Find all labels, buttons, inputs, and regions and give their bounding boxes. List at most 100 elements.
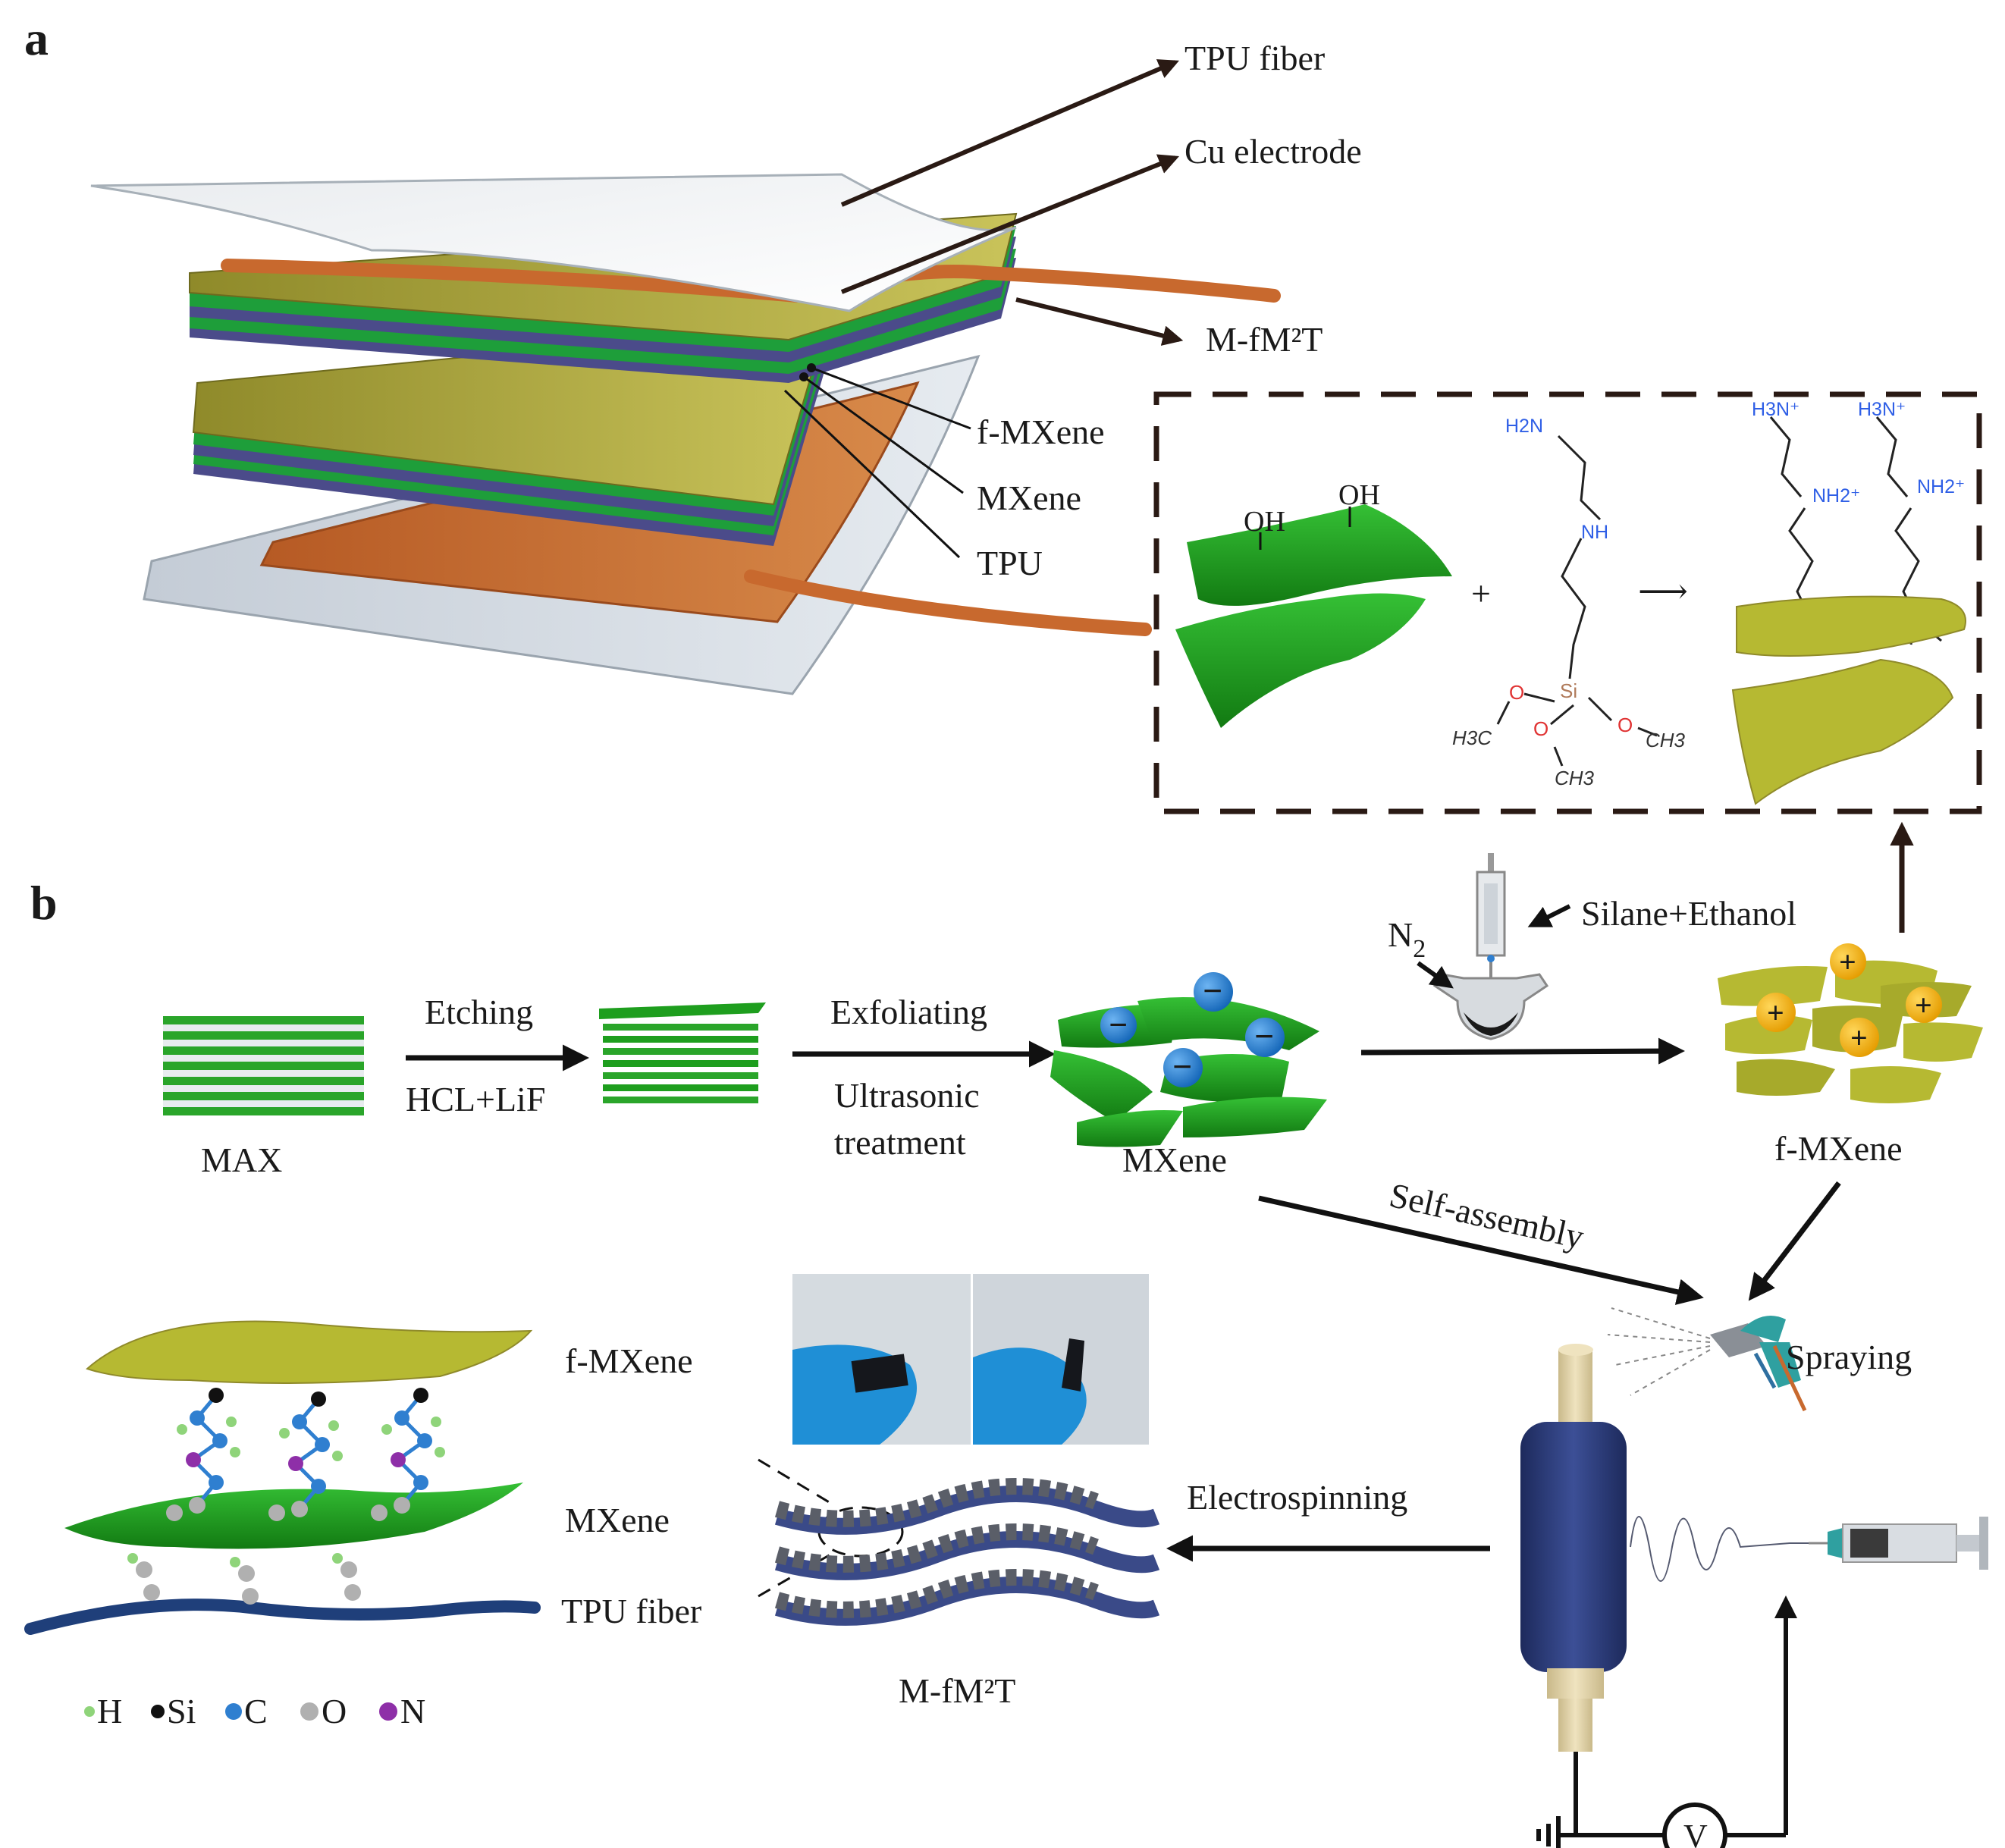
mxene-sheet-bottom: [1175, 593, 1426, 728]
pos-charge-3: +: [1915, 988, 1932, 1022]
model-tpu-fiber: [24, 1599, 541, 1635]
o-label-1: O: [1509, 681, 1524, 704]
neg-charge-3: −: [1254, 1017, 1274, 1056]
f-mxene-sheet-top: [1736, 595, 1966, 657]
h3n-label-1: H3N⁺: [1752, 399, 1799, 420]
label-cu-electrode: Cu electrode: [1184, 132, 1362, 171]
molecular-model: [24, 1320, 541, 1635]
neg-charge-4: −: [1172, 1047, 1192, 1086]
legend-dot-si: [151, 1705, 165, 1718]
label-exfoliating: Exfoliating: [830, 993, 987, 1031]
model-atoms: [127, 1388, 445, 1605]
label-spraying: Spraying: [1786, 1338, 1912, 1376]
label-hcl-lif: HCL+LiF: [406, 1080, 545, 1119]
label-device-b: M-fM²T: [899, 1671, 1015, 1710]
ch3-label-1: CH3: [1646, 729, 1686, 751]
reaction-arrow: ⟶: [1638, 572, 1688, 610]
arrow-self-assembly-mxene: [1258, 1195, 1704, 1305]
arrow-functionalization: [1360, 1037, 1685, 1065]
arrow-silane: [1527, 904, 1571, 927]
label-mxene-b: MXene: [1122, 1140, 1227, 1179]
nh-label: NH: [1581, 522, 1608, 543]
max-stack: [163, 1016, 364, 1115]
plus-sign: +: [1471, 574, 1491, 613]
label-f-mxene-b: f-MXene: [1774, 1129, 1903, 1168]
label-ultrasonic: Ultrasonic: [834, 1076, 980, 1115]
o-label-2: O: [1617, 714, 1633, 736]
label-device-a: M-fM²T: [1206, 320, 1323, 359]
label-tpu-a: TPU: [977, 544, 1043, 582]
label-layer-tpu-fiber: TPU fiber: [561, 1592, 701, 1630]
label-etching: Etching: [425, 993, 533, 1031]
model-f-mxene-sheet: [86, 1320, 533, 1384]
pos-charge-1: +: [1839, 945, 1856, 979]
silane-molecule: [1496, 435, 1658, 767]
label-self-assembly: Self-assembly: [1386, 1175, 1587, 1257]
si-label: Si: [1560, 679, 1577, 702]
h3c-label: H3C: [1452, 726, 1492, 749]
label-treatment: treatment: [834, 1123, 966, 1162]
syringe: [1809, 1517, 1988, 1570]
oh-label-2: OH: [1338, 479, 1380, 511]
positive-charges: [1756, 943, 1942, 1057]
leader-f-mxene: [811, 366, 971, 430]
arrow-cu-electrode: [840, 154, 1180, 294]
mxene-sheet-top: [1187, 504, 1452, 606]
label-layer-f-mxene: f-MXene: [565, 1341, 693, 1380]
etched-stack: [599, 1002, 766, 1103]
atom-legend: H Si C O N: [84, 1692, 425, 1730]
legend-dot-n: [379, 1702, 397, 1721]
pos-charge-2: +: [1767, 996, 1784, 1030]
arrow-n2: [1417, 961, 1454, 989]
label-mxene-a: MXene: [977, 478, 1081, 517]
spinning-jet: [1630, 1516, 1812, 1582]
label-max: MAX: [201, 1140, 282, 1179]
bottom-cu-wire: [744, 569, 1152, 636]
device-illustration: [90, 173, 1281, 695]
photo-pair: [792, 1274, 1149, 1445]
panel-label-b: b: [30, 876, 58, 930]
leader-mxene: [803, 375, 964, 494]
label-voltage: V: [1683, 1818, 1708, 1848]
h2n-label: H2N: [1505, 416, 1543, 437]
o-label-3: O: [1533, 717, 1548, 740]
spray-gun: [1710, 1316, 1807, 1412]
fiber-mats: [774, 1478, 1160, 1626]
legend-label-si: Si: [167, 1692, 196, 1730]
label-tpu-fiber: TPU fiber: [1184, 39, 1325, 77]
label-f-mxene-a: f-MXene: [977, 413, 1105, 451]
pos-charge-4: +: [1850, 1021, 1868, 1055]
arrow-tpu-fiber: [840, 59, 1179, 207]
mxene-flakes: [1050, 997, 1327, 1147]
arrow-self-assembly-fmxene: [1748, 1181, 1841, 1301]
legend-dot-o: [300, 1702, 318, 1721]
negative-charges: [1100, 972, 1285, 1087]
neg-charge-1: −: [1203, 971, 1222, 1010]
reaction-scheme: OH OH + H2N NH Si O O O H3C CH3 CH3 ⟶: [1175, 399, 1966, 805]
reaction-inset-box: [1153, 391, 1982, 814]
collector-roller: [1520, 1344, 1627, 1752]
legend-dot-h: [84, 1706, 95, 1717]
voltage-source: [1662, 1803, 1727, 1848]
legend-dot-c: [225, 1703, 242, 1720]
legend-label-h: H: [97, 1692, 122, 1730]
leader-tpu: [783, 389, 961, 559]
panel-label-a: a: [24, 11, 49, 65]
legend-label-o: O: [322, 1692, 347, 1730]
legend-label-c: C: [244, 1692, 268, 1730]
h3n-label-2: H3N⁺: [1858, 399, 1906, 420]
model-mxene-sheet: [64, 1482, 523, 1549]
nh2-label-2: NH2⁺: [1917, 476, 1965, 497]
label-n2: N2: [1388, 915, 1426, 963]
legend-label-n: N: [400, 1692, 425, 1730]
label-layer-mxene: MXene: [565, 1501, 670, 1539]
arrow-device: [1015, 297, 1184, 346]
label-electrospinning: Electrospinning: [1187, 1478, 1407, 1517]
reaction-vessel: [1432, 853, 1549, 1040]
label-silane-ethanol: Silane+Ethanol: [1581, 894, 1796, 933]
ch3-label-2: CH3: [1555, 767, 1595, 789]
nh2-label-1: NH2⁺: [1812, 485, 1860, 507]
oh-label-1: OH: [1244, 506, 1285, 538]
neg-charge-2: −: [1109, 1006, 1128, 1043]
